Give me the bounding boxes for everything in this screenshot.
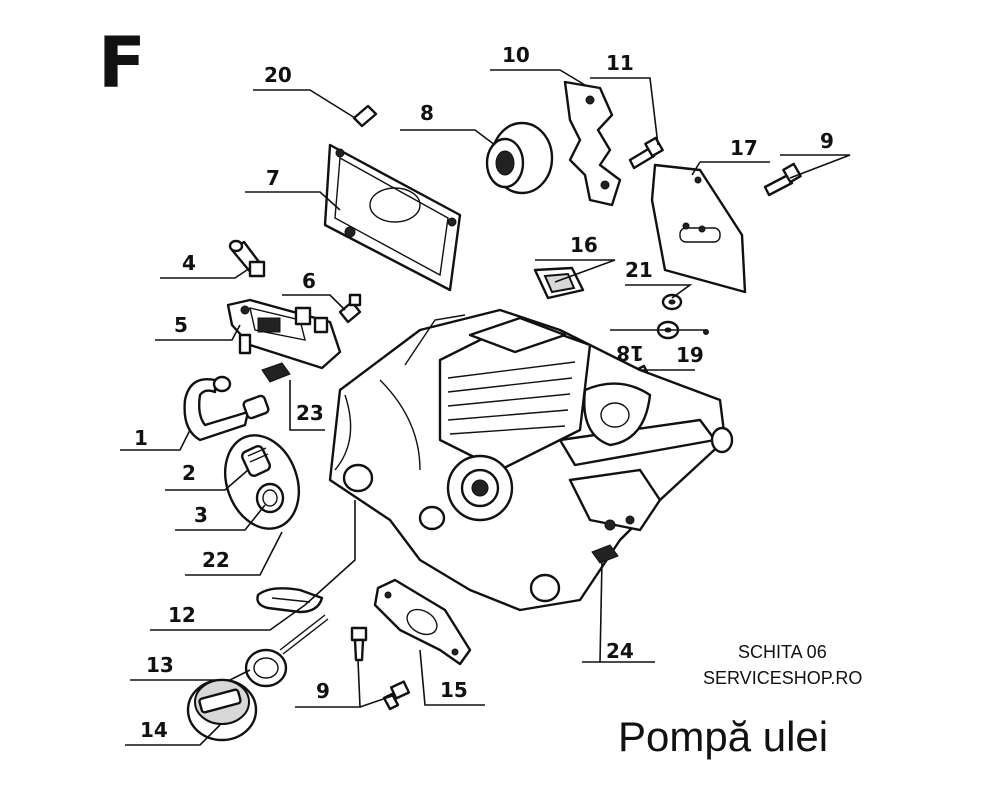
callout-1: 1: [134, 426, 148, 450]
part-9-screw-top: [763, 162, 802, 197]
callout-9-bottom: 9: [316, 679, 330, 703]
callout-6: 6: [302, 269, 316, 293]
callout-15: 15: [440, 678, 468, 702]
part-5-oil-pump: [226, 298, 342, 370]
part-17-guide-plate: [650, 163, 747, 294]
part-24-pad: [591, 544, 619, 564]
callout-2: 2: [182, 461, 196, 485]
callout-8: 8: [420, 101, 434, 125]
part-15-gasket: [373, 578, 472, 666]
shop-name: SERVICESHOP.RO: [703, 668, 863, 688]
part-10-cover: [563, 80, 622, 207]
part-1-oil-hose: [183, 375, 270, 442]
callout-24: 24: [606, 639, 634, 663]
part-23-pad: [261, 362, 291, 383]
callout-3: 3: [194, 503, 208, 527]
engine-crankcase: [328, 308, 734, 612]
callout-14: 14: [140, 718, 168, 742]
diagram-title: Pompă ulei: [618, 713, 829, 760]
callout-7: 7: [266, 166, 280, 190]
callout-19: 19: [676, 343, 704, 367]
callout-12: 12: [168, 603, 196, 627]
part-21-washer: [661, 293, 683, 311]
callout-13: 13: [146, 653, 174, 677]
section-letter: F: [98, 22, 146, 104]
part-13-ring: [244, 648, 288, 688]
callout-18: 18: [616, 341, 644, 365]
callout-5: 5: [174, 313, 188, 337]
part-3-bushing: [255, 482, 285, 514]
part-7-plate: [323, 143, 462, 292]
part-22-assembly: [224, 434, 300, 530]
leader-lines: [120, 69, 851, 746]
part-16-pad: [533, 266, 585, 300]
part-4-bolt: [228, 239, 266, 278]
schema-code: SCHITA 06: [738, 642, 827, 662]
callout-20: 20: [264, 63, 292, 87]
callout-23: 23: [296, 401, 324, 425]
part-9-screws-bottom: [350, 626, 411, 711]
part-11-screw: [628, 136, 664, 170]
part-20-screw: [352, 104, 378, 128]
callout-21: 21: [625, 258, 653, 282]
part-6-screw: [338, 293, 362, 324]
callout-17: 17: [730, 136, 758, 160]
callout-9-top: 9: [820, 129, 834, 153]
part-2-fitting: [240, 445, 272, 477]
part-14-cap: [186, 678, 258, 742]
callout-11: 11: [606, 51, 634, 75]
part-8-pulley: [485, 121, 554, 195]
callout-22: 22: [202, 548, 230, 572]
callout-numbers: 1 2 3 4 5 6 7 8 9 9 10 11 12 13 14 15 16…: [134, 43, 834, 742]
part-12-bracket: [256, 587, 329, 655]
callout-4: 4: [182, 251, 196, 275]
callout-10: 10: [502, 43, 530, 67]
callout-16: 16: [570, 233, 598, 257]
